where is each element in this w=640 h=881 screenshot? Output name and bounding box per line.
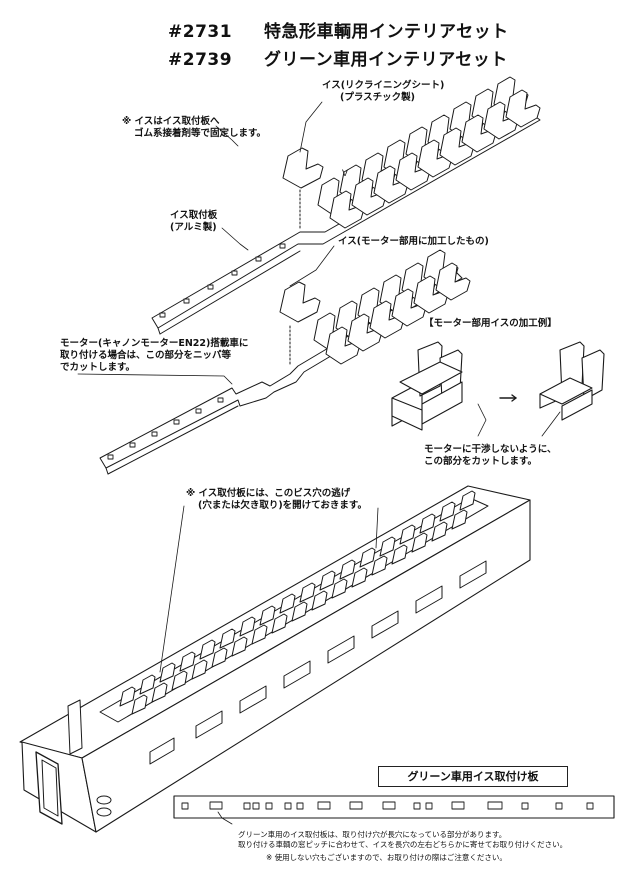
note-glue-line-1: ※ イスはイス取付板へ	[122, 116, 220, 127]
note-motor-car: モーター(キャノンモーターEN22)搭載車に 取り付ける場合は、この部分をニッパ…	[60, 338, 248, 374]
title-2731: #2731 特急形車輌用インテリアセット	[168, 17, 509, 42]
note-hole: ※ イス取付板には、このビス穴の逃げ (穴または欠き取り)を開けておきます。	[186, 488, 367, 512]
title-2731-name: 特急形車輌用インテリアセット	[264, 22, 509, 42]
note-motor-car-line-3: でカットします。	[60, 362, 136, 373]
title-2739: #2739 グリーン車用インテリアセット	[168, 45, 508, 70]
title-2739-name: グリーン車用インテリアセット	[264, 50, 508, 70]
note-motor-car-line-2: 取り付ける場合は、この部分をニッパ等	[60, 350, 232, 361]
note-green-line-2: 取り付ける車輌の窓ピッチに合わせて、イスを長穴の左右どちらかに寄せてお取り付けく…	[238, 840, 568, 849]
svg-text:V: V	[342, 168, 348, 178]
green-car-plate	[173, 795, 615, 819]
leader-lines	[77, 101, 561, 825]
note-hole-line-2: (穴または欠き取り)を開けておきます。	[198, 500, 367, 511]
note-green-line-1: グリーン車用のイス取付板は、取り付け穴が長穴になっている部分があります。	[238, 830, 507, 839]
seat-plate-lower	[99, 249, 471, 475]
note-glue: ※ イスはイス取付板へ ゴム系接着剤等で固定します。	[122, 116, 266, 140]
label-seat-plastic: イス(リクライニングシート) (プラスチック製)	[322, 80, 444, 104]
label-seat-plastic-line-1: イス(リクライニングシート)	[322, 80, 445, 91]
note-cut: モーターに干渉しないように、 この部分をカットします。	[424, 444, 557, 468]
footer-note: ※ 使用しない穴もございますので、お取り付けの際はご注意ください。	[266, 853, 507, 862]
label-plate-alu-line-1: イス取付板	[170, 210, 218, 221]
label-seat-plastic-line-2: (プラスチック製)	[340, 92, 415, 103]
label-seat-motor: イス(モーター部用に加工したもの)	[338, 236, 489, 247]
note-motor-car-line-1: モーター(キャノンモーターEN22)搭載車に	[60, 338, 249, 349]
note-hole-line-1: ※ イス取付板には、このビス穴の逃げ	[186, 488, 351, 499]
label-motor-example: 【モーター部用イスの加工例】	[424, 318, 557, 329]
label-plate-alu-line-2: (アルミ製)	[170, 222, 217, 233]
green-plate-title: グリーン車用イス取付け板	[378, 766, 568, 787]
seat-plate-upper: V	[151, 76, 541, 335]
motor-seat-example	[391, 341, 605, 431]
note-green: グリーン車用のイス取付板は、取り付け穴が長穴になっている部分があります。 取り付…	[238, 830, 567, 850]
note-cut-line-1: モーターに干渉しないように、	[424, 444, 557, 455]
car-body	[19, 485, 531, 833]
label-plate-alu: イス取付板 (アルミ製)	[170, 210, 217, 234]
note-glue-line-2: ゴム系接着剤等で固定します。	[134, 128, 267, 139]
note-cut-line-2: この部分をカットします。	[424, 456, 538, 467]
title-2731-number: #2731	[168, 22, 233, 42]
title-2739-number: #2739	[168, 50, 233, 70]
